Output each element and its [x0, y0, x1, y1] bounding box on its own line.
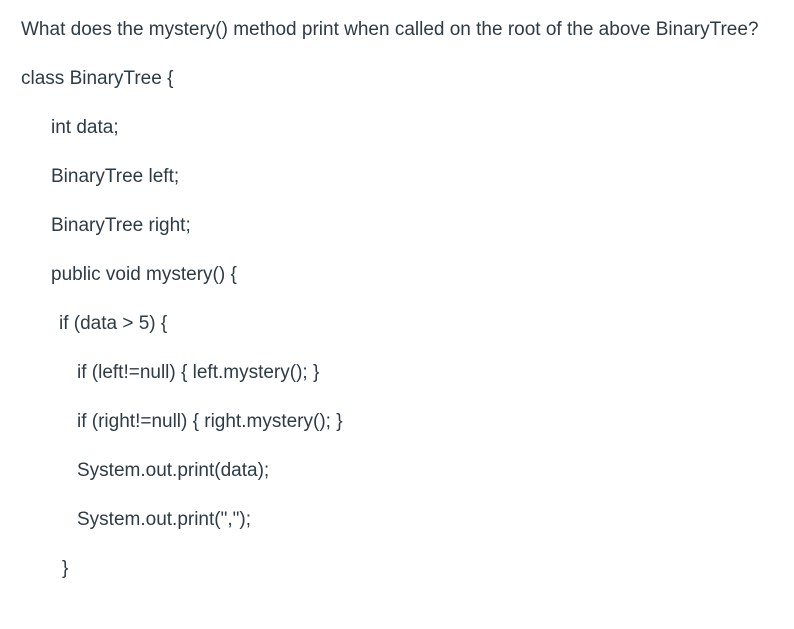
code-line-field-right: BinaryTree right; [51, 215, 191, 236]
code-line-closing-brace: } [62, 558, 69, 579]
code-line-if-right: if (right!=null) { right.mystery(); } [77, 411, 343, 432]
code-line-if-data: if (data > 5) { [59, 313, 168, 334]
code-line-print-data: System.out.print(data); [77, 460, 270, 481]
question-text: What does the mystery() method print whe… [21, 19, 759, 40]
code-line-method-signature: public void mystery() { [51, 264, 237, 285]
code-line-field-left: BinaryTree left; [51, 166, 180, 187]
code-line-print-comma: System.out.print(","); [77, 509, 251, 530]
code-line-field-data: int data; [51, 117, 119, 138]
code-line-class-declaration: class BinaryTree { [21, 68, 174, 89]
code-line-if-left: if (left!=null) { left.mystery(); } [77, 362, 320, 383]
